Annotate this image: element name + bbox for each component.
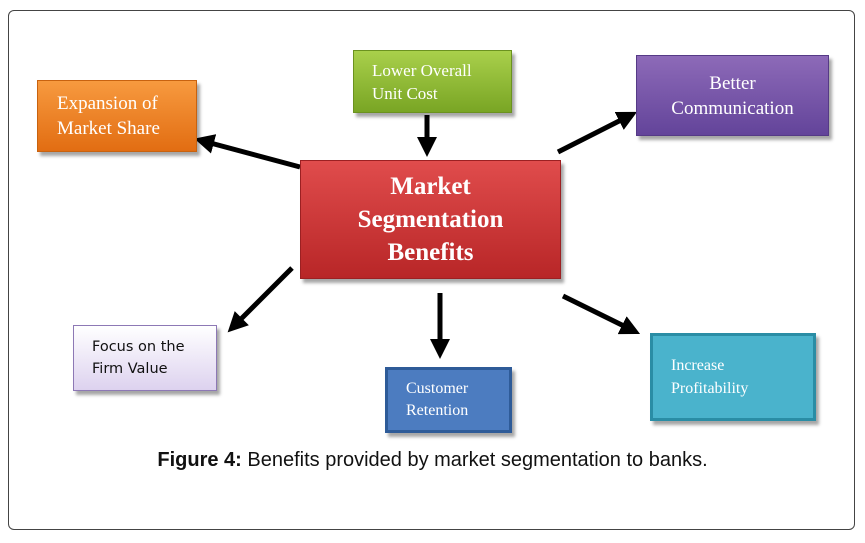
node-retention: Customer Retention: [385, 367, 512, 433]
arrow-to-profitability: [561, 293, 641, 335]
node-focus: Focus on the Firm Value: [73, 325, 217, 391]
arrow-to-communication: [556, 111, 638, 155]
node-focus-label: Focus on the Firm Value: [92, 339, 185, 377]
node-lower-cost-label: Lower Overall Unit Cost: [372, 60, 472, 103]
node-communication-label: Better Communication: [671, 72, 794, 119]
node-profitability-label: Increase Profitability: [671, 357, 749, 397]
node-expansion-label: Expansion of Market Share: [57, 93, 160, 139]
node-communication: Better Communication: [636, 55, 829, 136]
figure-caption: Figure 4: Benefits provided by market se…: [0, 449, 865, 472]
arrow-to-focus: [227, 266, 294, 333]
node-profitability: Increase Profitability: [650, 333, 816, 421]
caption-text: Benefits provided by market segmentation…: [241, 449, 708, 471]
arrow-to-expansion: [194, 134, 301, 170]
node-expansion: Expansion of Market Share: [37, 80, 197, 152]
node-lower-cost: Lower Overall Unit Cost: [353, 50, 512, 113]
center-node-label: Market Segmentation Benefits: [357, 173, 504, 266]
center-node: Market Segmentation Benefits: [300, 160, 561, 279]
node-retention-label: Customer Retention: [406, 380, 469, 419]
caption-label: Figure 4:: [157, 449, 242, 471]
